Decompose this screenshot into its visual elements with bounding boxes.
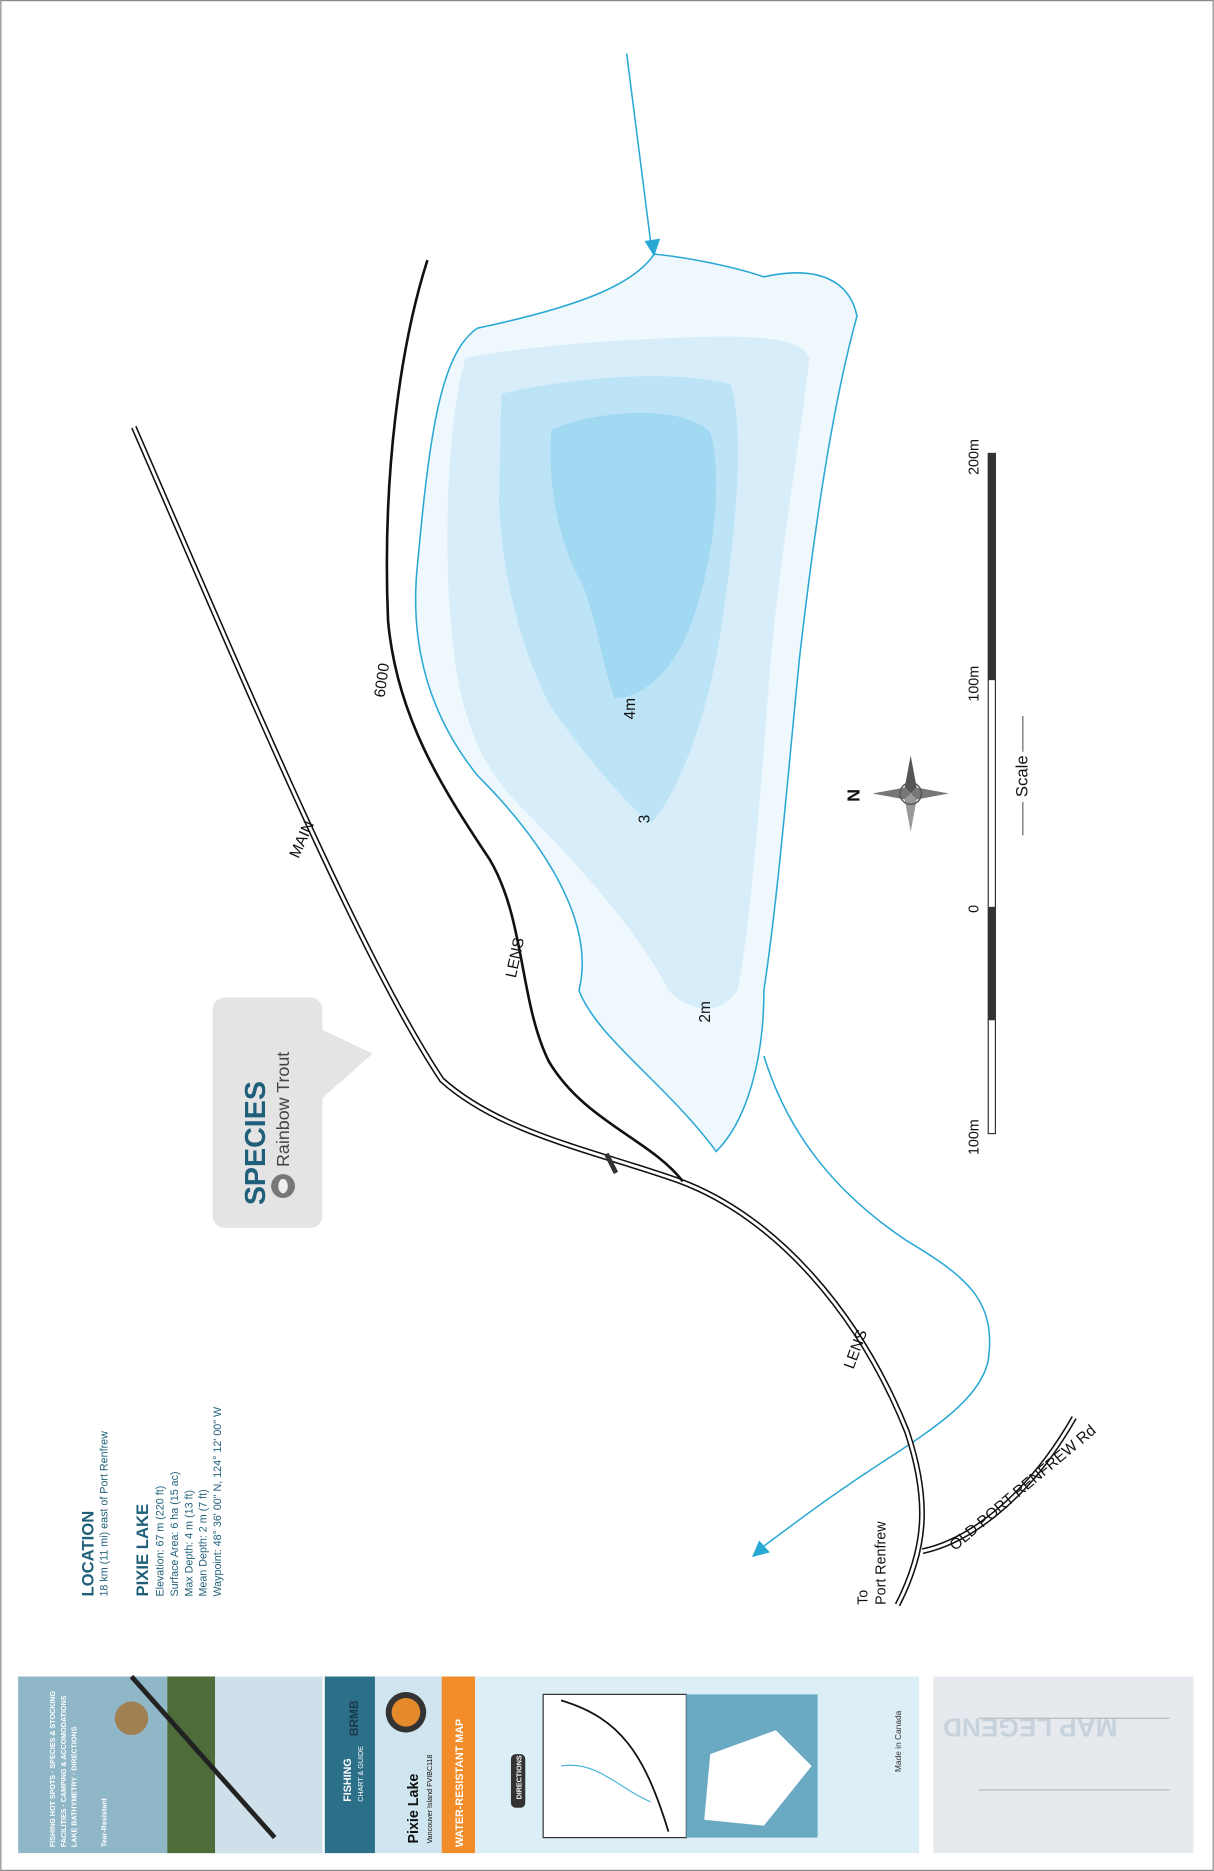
label-port-renfrew: Port Renfrew [874, 1521, 890, 1605]
brand-logo: BRMB [347, 1700, 361, 1736]
roads [131, 259, 1077, 1607]
fact-max-depth: Max Depth: 4 m (13 ft) [183, 1490, 195, 1597]
fact-elevation: Elevation: 67 m (220 ft) [155, 1486, 167, 1597]
made-in-canada: Made in Canada [893, 1710, 903, 1772]
water-resistant-label: WATER-RESISTANT MAP [454, 1719, 466, 1847]
tagline-3: LAKE BATHYMETRY · DIRECTIONS [71, 1726, 79, 1847]
depth-label-4m: 4m [622, 698, 639, 720]
label-to: To [856, 1590, 872, 1605]
scale-label-100m: 100m [967, 666, 983, 702]
species-title: SPECIES [240, 1081, 272, 1205]
tear-resistant: Tear-Resistant [100, 1797, 108, 1847]
product-subtitle: CHART & GUIDE [357, 1746, 365, 1802]
location-title: LOCATION [78, 1511, 97, 1597]
road-6000-lens [385, 259, 684, 1183]
lake [414, 53, 991, 1558]
scale-label-100m-2: 100m [967, 1119, 983, 1155]
outlet-stream [756, 1055, 991, 1552]
fact-mean-depth: Mean Depth: 2 m (7 ft) [198, 1489, 210, 1596]
depth-label-2m: 2m [697, 1001, 714, 1023]
fact-waypoint: Waypoint: 48° 36' 00" N, 124° 12' 00" W [212, 1406, 224, 1597]
map-legend-title: MAP LEGEND [943, 1712, 1118, 1742]
outlet-arrow [751, 1540, 770, 1558]
depth-label-3: 3 [636, 815, 653, 824]
species-callout: SPECIES Rainbow Trout [212, 997, 373, 1228]
brand-panel: BRMB FISHING CHART & GUIDE Pixie Lake Va… [324, 1676, 476, 1854]
directions-label: DIRECTIONS [516, 1755, 524, 1799]
north-label: N [843, 789, 863, 802]
road-label-6000: 6000 [372, 662, 394, 699]
lake-title: PIXIE LAKE [133, 1504, 152, 1597]
cover-region: Vancouver Island FVIBC118 [426, 1754, 434, 1843]
cover-lake-name: Pixie Lake [406, 1774, 422, 1844]
inlet-stream [625, 53, 653, 251]
scale-label-0: 0 [967, 905, 983, 913]
product-title: FISHING [342, 1758, 354, 1801]
fishing-rod-image [129, 1674, 277, 1840]
photo-panel: FISHING HOT SPOTS · SPECIES & STOCKING F… [18, 1674, 323, 1854]
fact-surface-area: Surface Area: 6 ha (15 ac) [169, 1471, 181, 1596]
compass-rose-icon [872, 755, 949, 832]
location-text: 18 km (11 mi) east of Port Renfrew [99, 1431, 111, 1597]
gate-marker [604, 1152, 619, 1175]
tagline-1: FISHING HOT SPOTS · SPECIES & STOCKING [49, 1691, 57, 1848]
inlet-arrow [644, 238, 661, 257]
scale-bar: 200m 100m 0 100m Scale [967, 439, 1032, 1155]
cover-strip: FISHING HOT SPOTS · SPECIES & STOCKING F… [18, 1674, 1194, 1854]
legend-panel: MAP LEGEND [933, 1676, 1194, 1854]
tagline-2: FACILITIES · CAMPING & ACCOMODATIONS [60, 1695, 68, 1847]
scale-label-200m: 200m [967, 439, 983, 475]
species-item: Rainbow Trout [273, 1052, 293, 1167]
scale-title: Scale [1013, 755, 1032, 797]
depth-zone-4m [550, 412, 717, 699]
directions-panel: DIRECTIONS Made in Canada [475, 1676, 920, 1854]
lake-info: LOCATION 18 km (11 mi) east of Port Renf… [78, 1406, 224, 1597]
